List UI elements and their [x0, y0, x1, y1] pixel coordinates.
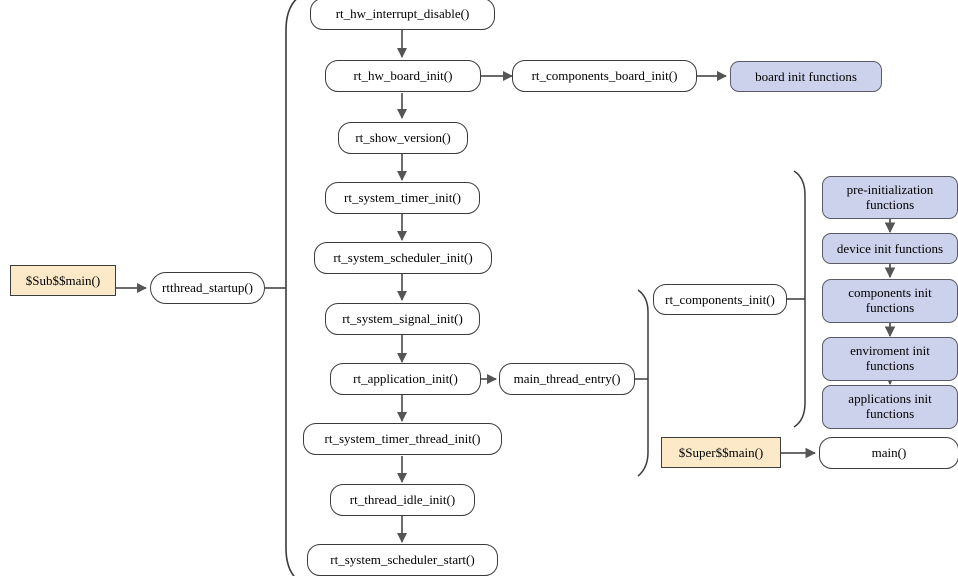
node-rt-system-timer-thread-init[interactable]: rt_system_timer_thread_init() [303, 423, 502, 455]
main-thread-entry-brace [637, 289, 649, 477]
node-rt-show-version[interactable]: rt_show_version() [338, 122, 468, 154]
node-rt-application-init[interactable]: rt_application_init() [330, 363, 481, 395]
node-board-init-functions[interactable]: board init functions [730, 61, 882, 92]
node-rt-components-init[interactable]: rt_components_init() [653, 284, 787, 315]
startup-chain-brace [285, 0, 297, 576]
node-rt-system-timer-init[interactable]: rt_system_timer_init() [325, 182, 480, 214]
node-rt-system-signal-init[interactable]: rt_system_signal_init() [325, 303, 480, 335]
node-stage-enviroment-init-functions[interactable]: enviroment init functions [822, 337, 958, 381]
node-stage-applications-init-functions[interactable]: applications init functions [822, 385, 958, 429]
node-stage-components-init-functions[interactable]: components init functions [822, 279, 958, 323]
node-rt-hw-board-init[interactable]: rt_hw_board_init() [325, 60, 481, 92]
node-rt-system-scheduler-start[interactable]: rt_system_scheduler_start() [307, 544, 498, 576]
node-stage-device-init-functions[interactable]: device init functions [822, 233, 958, 264]
node-rt-hw-interrupt-disable[interactable]: rt_hw_interrupt_disable() [310, 0, 495, 30]
node-sub-main[interactable]: $Sub$$main() [10, 265, 116, 296]
node-stage-pre-initialization-functions[interactable]: pre-initialization functions [822, 176, 958, 219]
components-init-brace [793, 170, 806, 428]
node-rt-system-scheduler-init[interactable]: rt_system_scheduler_init() [314, 242, 492, 274]
node-main-thread-entry[interactable]: main_thread_entry() [499, 363, 635, 395]
node-rtthread-startup[interactable]: rtthread_startup() [150, 272, 265, 304]
node-main[interactable]: main() [819, 437, 958, 469]
node-super-main[interactable]: $Super$$main() [661, 437, 781, 468]
node-rt-components-board-init[interactable]: rt_components_board_init() [512, 60, 697, 92]
node-rt-thread-idle-init[interactable]: rt_thread_idle_init() [330, 484, 475, 516]
